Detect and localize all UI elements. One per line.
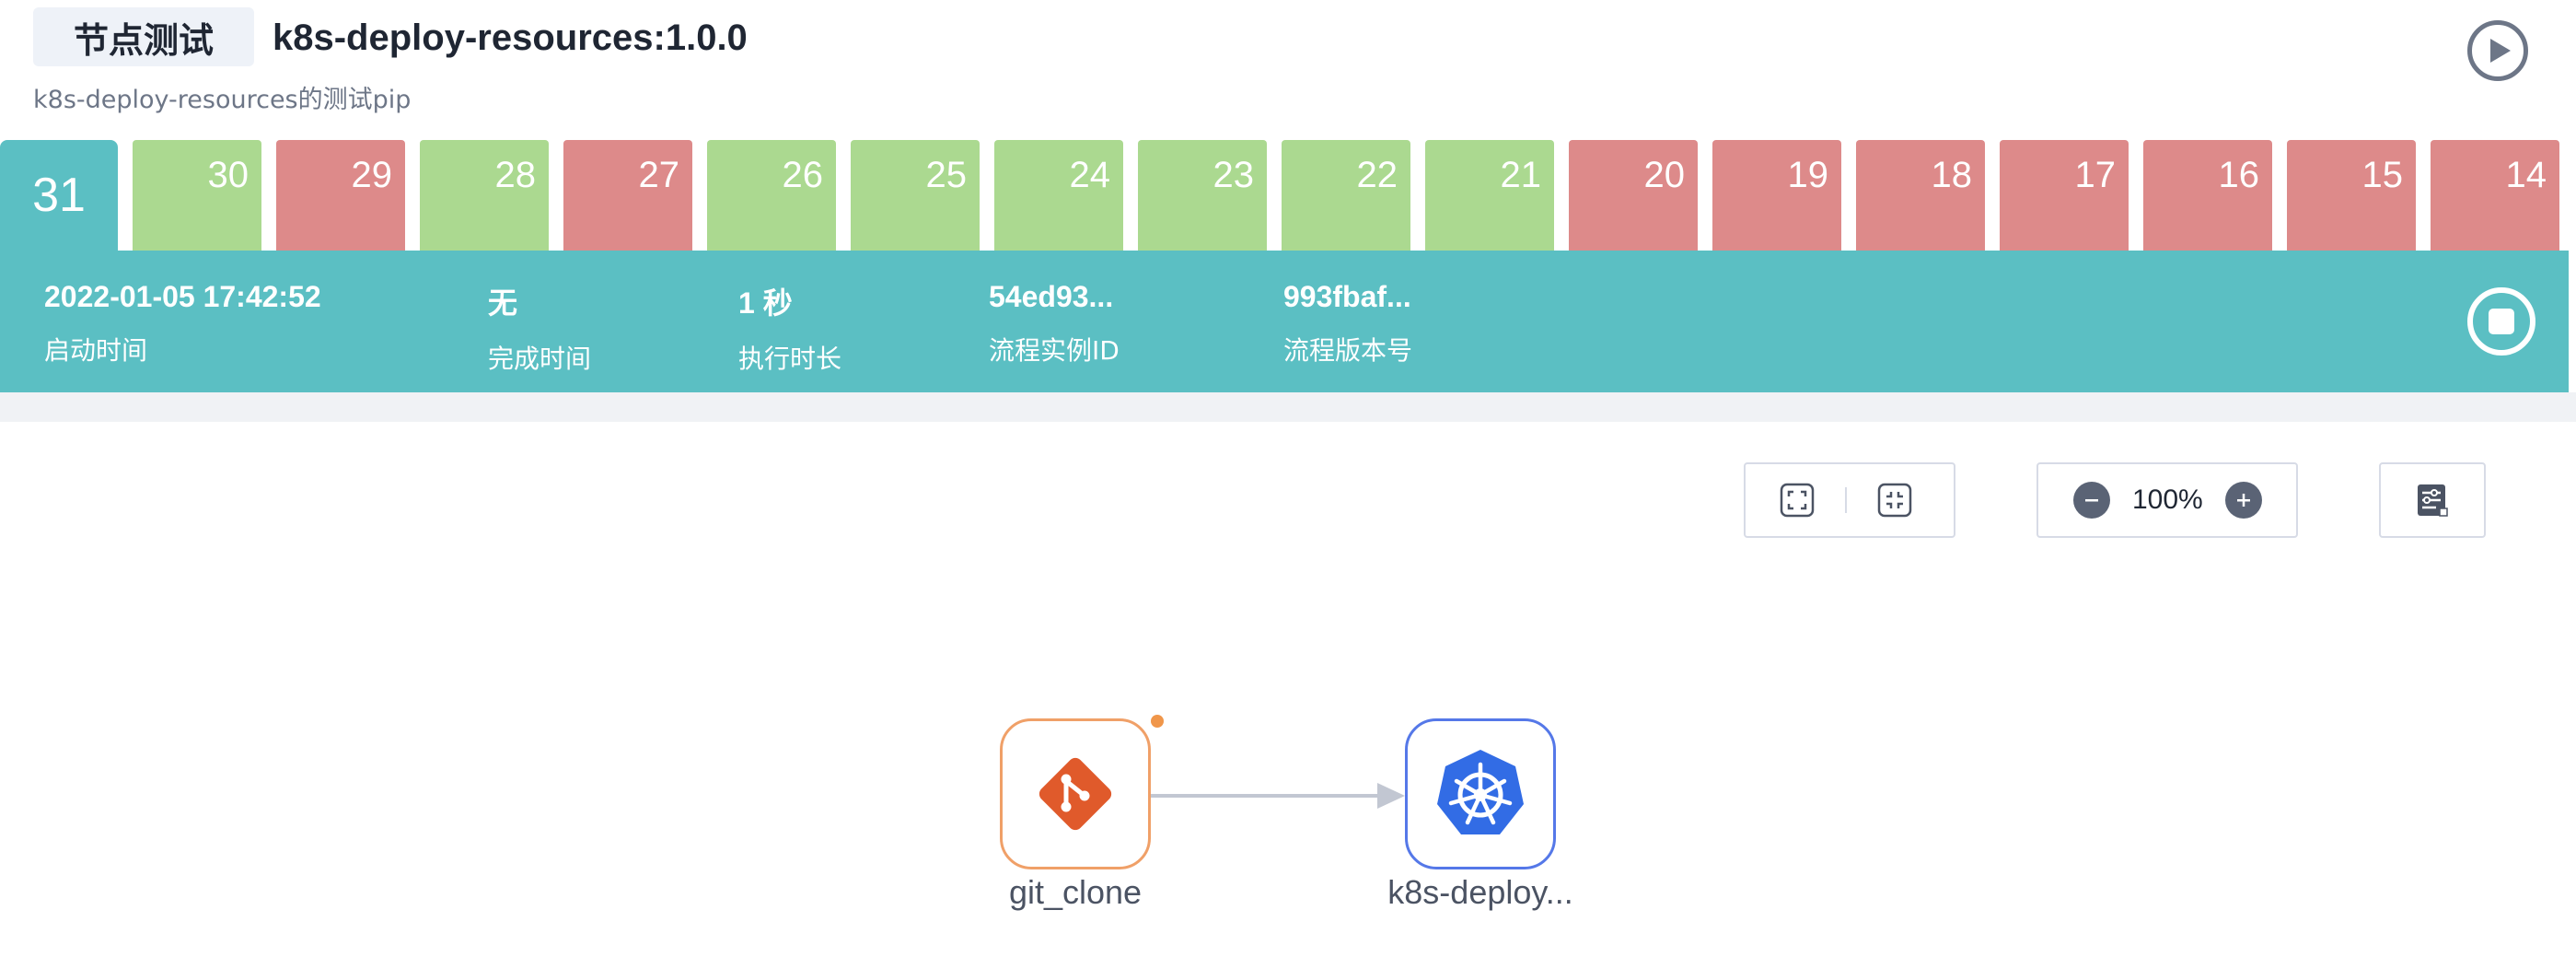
run-button[interactable] [2467, 20, 2528, 81]
fit-view-icon[interactable] [1779, 482, 1816, 519]
end-time-value: 无 [488, 286, 518, 320]
duration-label: 执行时长 [738, 344, 842, 374]
instance-id-value: 54ed93... [989, 280, 1114, 313]
build-tab[interactable]: 28 [420, 140, 549, 251]
build-tab[interactable]: 29 [276, 140, 405, 251]
build-tab[interactable]: 30 [133, 140, 261, 251]
build-tab-active[interactable]: 31 [0, 140, 118, 260]
git-icon [1039, 757, 1112, 831]
zoom-toolbar: 100% [2036, 462, 2298, 538]
build-tab[interactable]: 18 [1856, 140, 1985, 251]
section-divider [0, 392, 2576, 422]
version-label: 流程版本号 [1283, 335, 1413, 366]
page-title: k8s-deploy-resources:1.0.0 [273, 17, 748, 58]
build-tab[interactable]: 27 [563, 140, 692, 251]
settings-panel-icon[interactable] [2414, 482, 2451, 519]
end-time: 无 完成时间 [488, 280, 591, 376]
duration: 1 秒 执行时长 [738, 280, 841, 376]
build-tab[interactable]: 17 [2000, 140, 2129, 251]
start-time: 2022-01-05 17:42:52 启动时间 [44, 280, 321, 368]
page-subtitle: k8s-deploy-resources的测试pip [33, 86, 412, 114]
build-tab[interactable]: 23 [1138, 140, 1267, 251]
stop-button[interactable] [2467, 287, 2535, 356]
build-tab[interactable]: 15 [2287, 140, 2416, 251]
node-label-git-clone: git_clone [1008, 873, 1143, 911]
build-tab[interactable]: 21 [1425, 140, 1554, 251]
flow-connector-arrow [1151, 783, 1405, 809]
instance-id: 54ed93... 流程实例ID [989, 280, 1120, 368]
build-info-bar: 2022-01-05 17:42:52 启动时间 无 完成时间 1 秒 执行时长… [0, 251, 2569, 392]
node-k8s-deploy[interactable] [1405, 718, 1556, 869]
node-status-dot [1151, 715, 1164, 728]
build-tab[interactable]: 16 [2143, 140, 2272, 251]
play-icon [2490, 39, 2511, 63]
build-tab[interactable]: 20 [1569, 140, 1698, 251]
build-tab[interactable]: 22 [1282, 140, 1410, 251]
instance-id-label: 流程实例ID [989, 335, 1120, 366]
page-tag: 节点测试 [33, 7, 254, 66]
toolbar-separator [1845, 487, 1847, 513]
start-time-value: 2022-01-05 17:42:52 [44, 280, 321, 313]
duration-value: 1 秒 [738, 286, 793, 320]
node-label-k8s-deploy: k8s-deploy... [1387, 873, 1573, 911]
zoom-in-button[interactable] [2224, 482, 2262, 519]
zoom-out-button[interactable] [2073, 482, 2110, 519]
end-time-label: 完成时间 [488, 344, 592, 374]
build-tab[interactable]: 14 [2431, 140, 2559, 251]
kubernetes-icon [1437, 750, 1524, 834]
version-value: 993fbaf... [1283, 280, 1411, 313]
minus-icon [2085, 499, 2098, 502]
settings-toolbar [2379, 462, 2486, 538]
view-fit-toolbar [1744, 462, 1955, 538]
node-git-clone[interactable] [1000, 718, 1151, 869]
zoom-level: 100% [2132, 484, 2203, 515]
start-time-label: 启动时间 [44, 335, 148, 366]
build-tab[interactable]: 25 [851, 140, 980, 251]
build-tabs: 31 30 29 28 27 26 25 24 23 22 21 20 19 1… [0, 140, 2576, 260]
version: 993fbaf... 流程版本号 [1283, 280, 1412, 368]
build-tab[interactable]: 19 [1712, 140, 1841, 251]
stop-icon [2489, 309, 2514, 334]
actual-size-icon[interactable] [1876, 482, 1913, 519]
plus-icon [2236, 494, 2250, 507]
build-tab[interactable]: 26 [707, 140, 836, 251]
build-tab[interactable]: 24 [994, 140, 1123, 251]
